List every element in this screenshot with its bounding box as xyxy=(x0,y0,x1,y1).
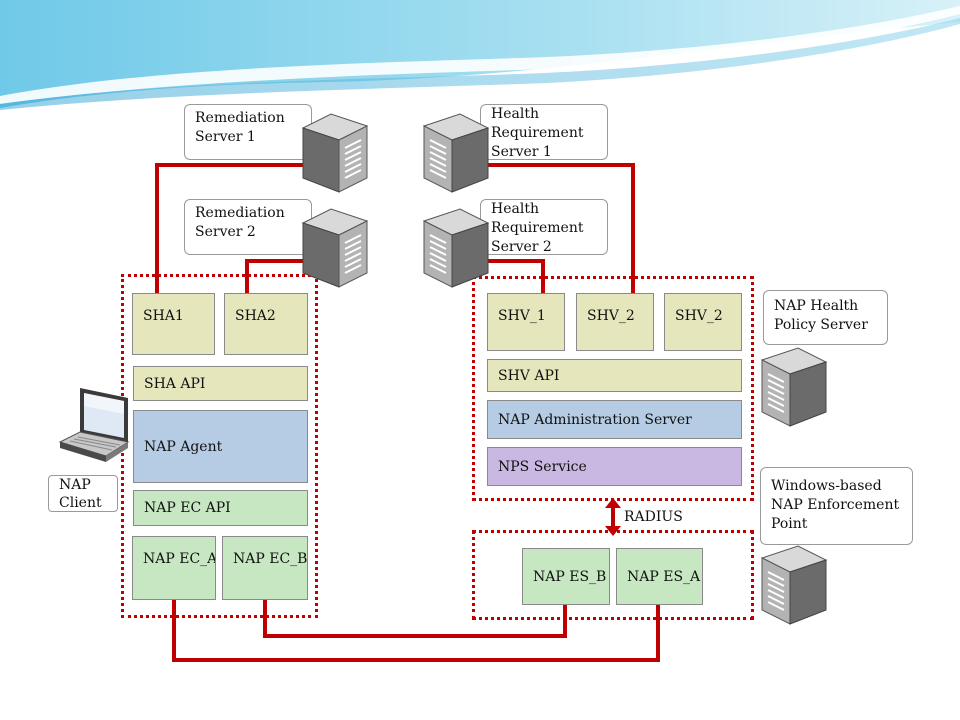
shv-3-box: SHV_2 xyxy=(664,293,742,351)
connector-line xyxy=(484,259,545,263)
radius-label: RADIUS xyxy=(624,509,683,525)
connector-line xyxy=(263,598,267,638)
nap-es-a-box: NAP ES_A xyxy=(616,548,703,605)
connector-line xyxy=(155,163,159,295)
server-icon xyxy=(301,113,369,193)
connector-line xyxy=(245,259,305,263)
server-icon xyxy=(760,545,828,625)
connector-line xyxy=(484,163,635,167)
connector-line xyxy=(563,604,567,638)
nap-agent-box: NAP Agent xyxy=(133,410,308,483)
nap-health-policy-server-label: NAP Health Policy Server xyxy=(763,290,888,345)
remediation-server-1-label: Remediation Server 1 xyxy=(184,104,312,160)
header-swoosh xyxy=(0,0,960,110)
connector-line xyxy=(263,634,567,638)
nap-admin-server-box: NAP Administration Server xyxy=(487,400,742,439)
health-requirement-server-1-label: Health Requirement Server 1 xyxy=(480,104,608,160)
server-icon xyxy=(422,113,490,193)
laptop-icon xyxy=(58,388,130,462)
nap-ec-a-box: NAP EC_A xyxy=(132,536,216,600)
shv-api-box: SHV API xyxy=(487,359,742,392)
sha2-box: SHA2 xyxy=(224,293,308,355)
nap-ec-b-box: NAP EC_B xyxy=(222,536,308,600)
shv-1-box: SHV_1 xyxy=(487,293,565,351)
server-icon xyxy=(422,208,490,288)
nap-es-b-box: NAP ES_B xyxy=(522,548,610,605)
connector-line xyxy=(631,163,635,295)
connector-line xyxy=(656,604,660,662)
connector-line xyxy=(172,598,176,662)
connector-line xyxy=(172,658,660,662)
enforcement-point-label: Windows-based NAP Enforcement Point xyxy=(760,467,913,545)
connector-line xyxy=(155,163,305,167)
connector-line xyxy=(245,259,249,295)
shv-2-box: SHV_2 xyxy=(576,293,654,351)
nps-service-box: NPS Service xyxy=(487,447,742,486)
sha1-box: SHA1 xyxy=(132,293,215,355)
server-icon xyxy=(760,347,828,427)
remediation-server-2-label: Remediation Server 2 xyxy=(184,199,312,255)
sha-api-box: SHA API xyxy=(133,366,308,401)
nap-health-policy-group xyxy=(472,276,754,501)
nap-ec-api-box: NAP EC API xyxy=(133,490,308,526)
health-requirement-server-2-label: Health Requirement Server 2 xyxy=(480,199,608,255)
nap-client-label: NAP Client xyxy=(48,475,118,512)
server-icon xyxy=(301,208,369,288)
enforcement-point-group xyxy=(472,530,754,620)
